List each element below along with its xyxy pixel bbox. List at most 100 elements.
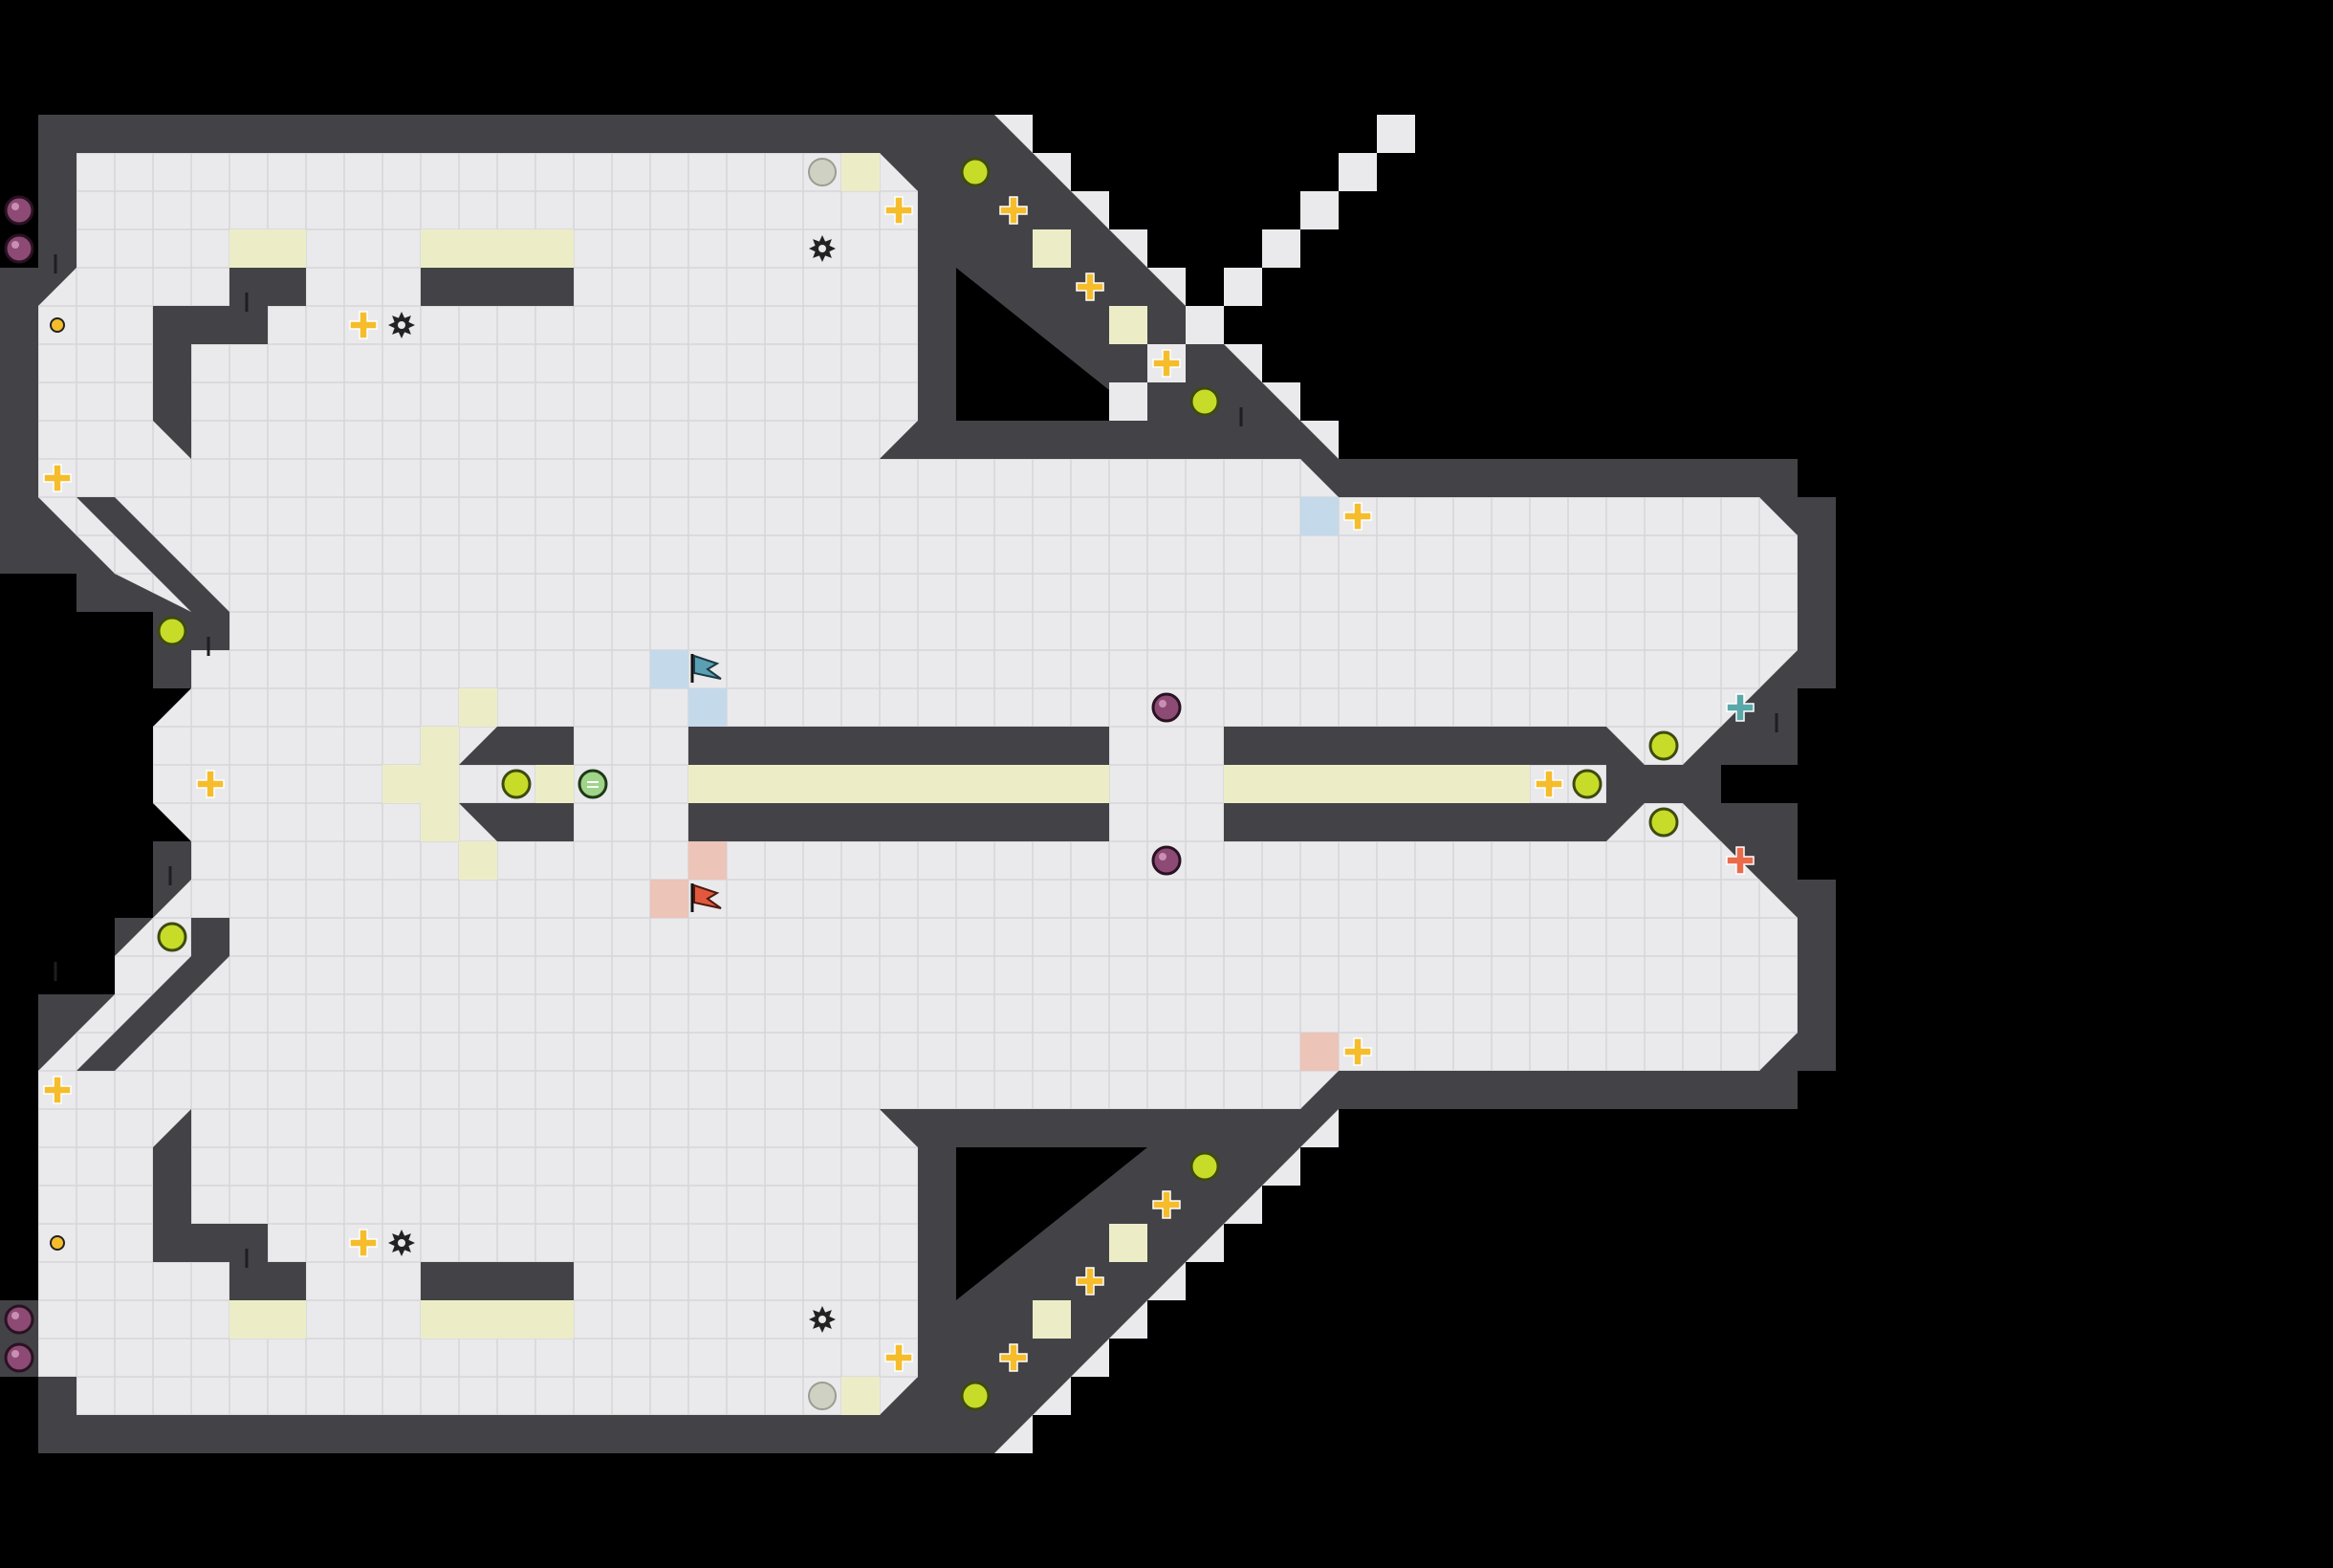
- boost-pad-inactive[interactable]: [808, 1382, 837, 1410]
- yellow-pad: [421, 765, 459, 803]
- yellow-pad: [841, 1377, 880, 1415]
- powerup[interactable]: [1535, 770, 1563, 798]
- blue-flag[interactable]: [690, 654, 722, 683]
- flag-icon: [693, 654, 722, 680]
- boost-pad[interactable]: [157, 616, 187, 646]
- bomb[interactable]: [4, 1304, 34, 1335]
- inner-walls: [76, 153, 1759, 1415]
- powerup[interactable]: [349, 1229, 378, 1257]
- bomb-highlight: [11, 1312, 19, 1319]
- yellow-pad: [994, 765, 1033, 803]
- boost-icon: [578, 769, 608, 799]
- yellow-pad: [229, 1300, 268, 1339]
- bomb[interactable]: [4, 233, 34, 264]
- powerup[interactable]: [1152, 349, 1181, 378]
- yellow-pad: [1492, 765, 1530, 803]
- boost-pad[interactable]: [1572, 769, 1603, 799]
- boost-pad[interactable]: [157, 922, 187, 952]
- bomb-icon: [1151, 692, 1182, 723]
- powerup[interactable]: [43, 1076, 72, 1104]
- powerup[interactable]: [999, 1343, 1028, 1372]
- wall-segment: [153, 268, 306, 459]
- wall-segment: [421, 1262, 574, 1300]
- yellow-pad: [918, 765, 956, 803]
- wall-segment: [76, 918, 229, 1071]
- red-pad: [688, 841, 727, 880]
- red-pad: [1300, 1033, 1339, 1071]
- boost-pad-inactive[interactable]: [808, 158, 837, 186]
- flag-icon: [693, 883, 722, 909]
- blue-pad: [1300, 497, 1339, 535]
- powerup[interactable]: [349, 311, 378, 339]
- yellow-pad: [1224, 765, 1262, 803]
- boost-icon: [960, 157, 991, 187]
- yellow-pad: [880, 765, 918, 803]
- wall-segment: [1224, 727, 1606, 765]
- boost-stripes: [587, 781, 599, 788]
- spike[interactable]: [388, 312, 415, 338]
- boost-pad[interactable]: [501, 769, 532, 799]
- plus-icon: [349, 1229, 378, 1257]
- boost-icon: [157, 922, 187, 952]
- yellow-pad: [535, 765, 574, 803]
- boost-icon: [1572, 769, 1603, 799]
- boost-pad[interactable]: [1189, 386, 1220, 417]
- bomb[interactable]: [4, 195, 34, 226]
- special-boost[interactable]: [578, 769, 608, 799]
- red-flag[interactable]: [690, 883, 722, 912]
- powerup[interactable]: [43, 464, 72, 492]
- bomb-icon: [4, 1304, 34, 1335]
- yellow-pad: [459, 688, 497, 727]
- powerup[interactable]: [1343, 1037, 1372, 1066]
- boost-pad[interactable]: [960, 157, 991, 187]
- powerup[interactable]: [999, 196, 1028, 225]
- spike[interactable]: [388, 1230, 415, 1256]
- boost-pad[interactable]: [1648, 730, 1679, 761]
- yellow-pad: [1033, 1300, 1071, 1339]
- powerup[interactable]: [1076, 272, 1104, 301]
- boost-icon: [1648, 807, 1679, 838]
- map-objects: [4, 157, 1778, 1411]
- spike[interactable]: [809, 1306, 836, 1333]
- floor-pads: [229, 153, 1530, 1415]
- portal-dot[interactable]: [50, 317, 65, 333]
- yellow-pad: [268, 229, 306, 268]
- yellow-pad: [688, 765, 727, 803]
- spike[interactable]: [809, 235, 836, 262]
- wall-segment: [153, 1109, 306, 1300]
- wall-segment: [459, 803, 574, 841]
- powerup[interactable]: [1343, 502, 1372, 531]
- portal-dot[interactable]: [50, 1235, 65, 1251]
- bomb[interactable]: [4, 1342, 34, 1373]
- bomb-icon: [4, 1342, 34, 1373]
- team-powerup-red[interactable]: [1726, 846, 1755, 875]
- bomb-icon: [4, 233, 34, 264]
- bomb[interactable]: [1151, 692, 1182, 723]
- plus-icon: [884, 1343, 913, 1372]
- powerup[interactable]: [1152, 1190, 1181, 1219]
- yellow-pad: [803, 765, 841, 803]
- boost-pad[interactable]: [1189, 1151, 1220, 1182]
- wall-segment: [956, 1147, 1186, 1377]
- yellow-pad: [1109, 1224, 1147, 1262]
- powerup[interactable]: [1076, 1267, 1104, 1296]
- powerup[interactable]: [884, 196, 913, 225]
- boost-pad[interactable]: [960, 1381, 991, 1411]
- yellow-pad: [841, 153, 880, 191]
- team-powerup-blue[interactable]: [1726, 693, 1755, 722]
- yellow-pad: [421, 229, 459, 268]
- step-tile: [1377, 115, 1415, 153]
- powerup[interactable]: [884, 1343, 913, 1372]
- boost-pad[interactable]: [1648, 807, 1679, 838]
- bomb[interactable]: [1151, 845, 1182, 876]
- yellow-pad: [229, 229, 268, 268]
- wall-segment: [956, 115, 1339, 459]
- wall-segment: [956, 191, 1186, 421]
- step-tile: [1109, 382, 1147, 421]
- spike-core: [398, 321, 405, 329]
- boost-icon: [1189, 386, 1220, 417]
- yellow-pad: [459, 229, 497, 268]
- powerup[interactable]: [196, 770, 225, 798]
- yellow-pad: [497, 1300, 535, 1339]
